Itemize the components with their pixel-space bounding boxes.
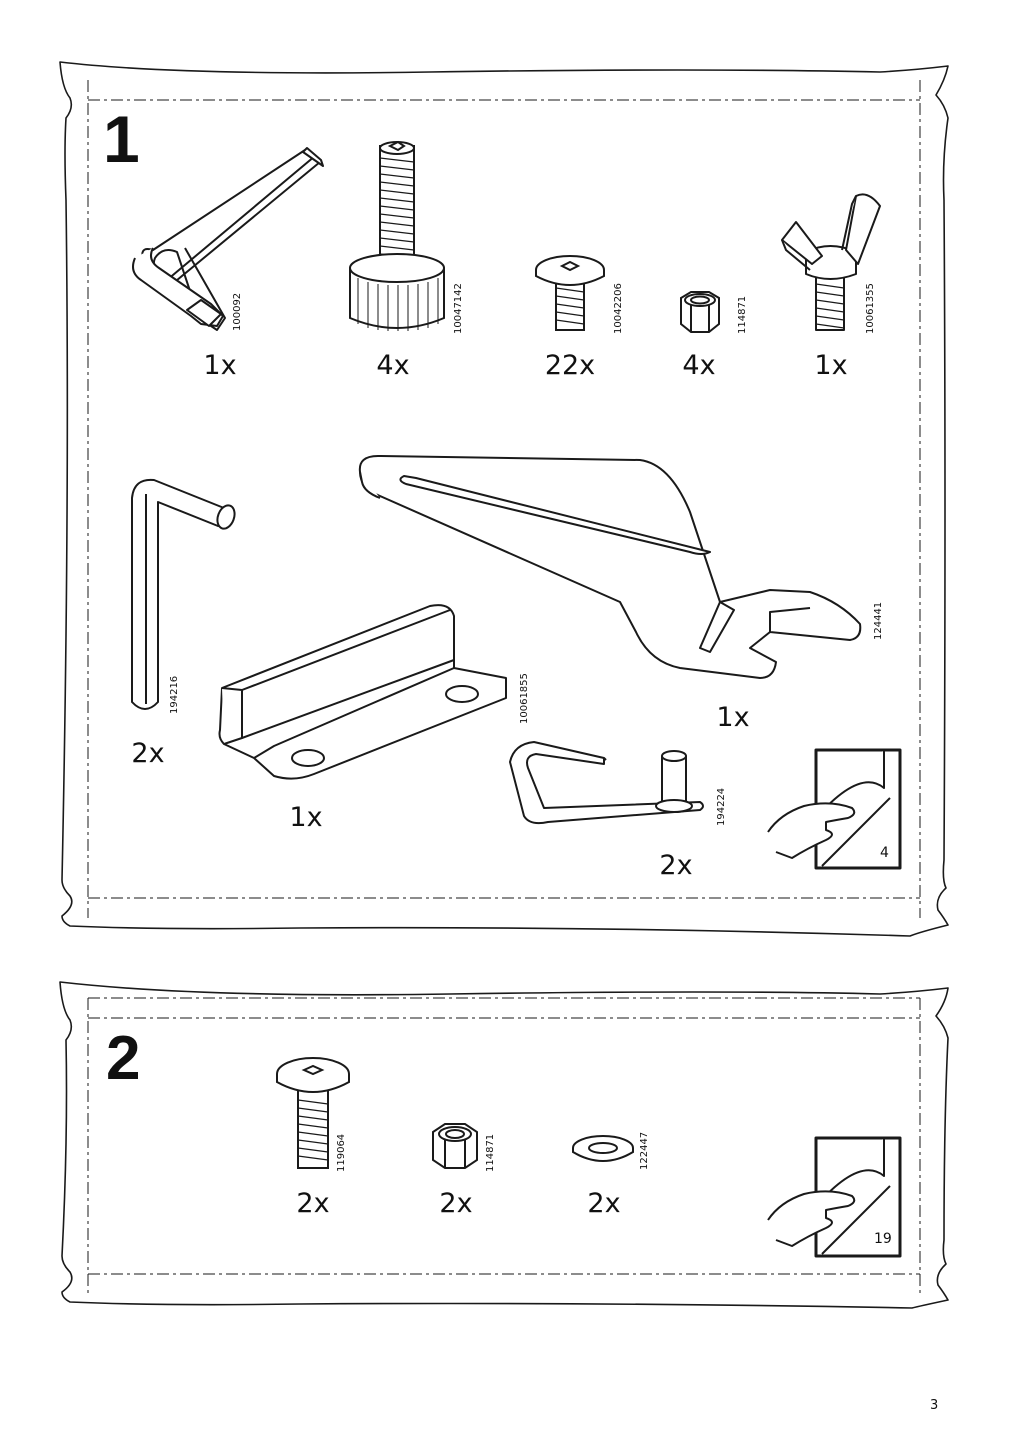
qty-hex-key-small: 2x [131, 738, 165, 769]
qty-wing-bolt: 1x [814, 350, 848, 381]
bracket-icon [218, 604, 507, 780]
step-number-1: 1 [103, 102, 140, 176]
code-hex-screw-short: 10042206 [613, 283, 624, 334]
qty-hex-screw-long: 2x [296, 1188, 330, 1219]
nut-icon [680, 291, 720, 333]
page-number: 3 [930, 1398, 939, 1413]
bag-2-outline [59, 981, 949, 1309]
hex-key-small-icon [131, 478, 236, 710]
hex-screw-short-icon [535, 255, 605, 331]
bag-1-outline [59, 61, 949, 937]
hex-key-large-icon [132, 147, 324, 331]
adjustable-foot-icon [349, 140, 445, 331]
code-adjustable-foot: 10047142 [453, 283, 464, 334]
qty-hinge-pin: 2x [659, 850, 693, 881]
code-hex-screw-long: 119064 [336, 1133, 347, 1172]
hinge-pin-icon [509, 741, 704, 825]
wrench-icon [358, 455, 862, 679]
see-page-ref-1[interactable]: 4 [880, 845, 889, 861]
step-number-2: 2 [106, 1024, 141, 1093]
page-turn-icon[interactable] [764, 1136, 904, 1260]
nut-icon [432, 1123, 478, 1169]
qty-hex-key-large: 1x [203, 350, 237, 381]
code-washer: 122447 [639, 1131, 650, 1170]
code-wing-bolt: 10061355 [865, 283, 876, 334]
qty-wrench: 1x [716, 702, 750, 733]
hex-screw-long-icon [276, 1057, 350, 1169]
qty-bracket: 1x [289, 802, 323, 833]
code-hex-key-large: 100092 [232, 292, 243, 331]
code-hex-key-small: 194216 [169, 675, 180, 714]
page-turn-icon[interactable] [764, 748, 904, 872]
see-page-ref-2[interactable]: 19 [874, 1231, 892, 1247]
qty-hex-screw-short: 22x [544, 350, 596, 381]
code-nut: 114871 [737, 295, 748, 334]
qty-adjustable-foot: 4x [376, 350, 410, 381]
qty-washer: 2x [587, 1188, 621, 1219]
code-wrench: 124441 [873, 601, 884, 640]
qty-nut: 4x [682, 350, 716, 381]
washer-icon [572, 1135, 634, 1162]
qty-nut-2: 2x [439, 1188, 473, 1219]
wing-bolt-icon [781, 193, 881, 331]
code-hinge-pin: 194224 [716, 787, 727, 826]
code-nut-2: 114871 [485, 1133, 496, 1172]
